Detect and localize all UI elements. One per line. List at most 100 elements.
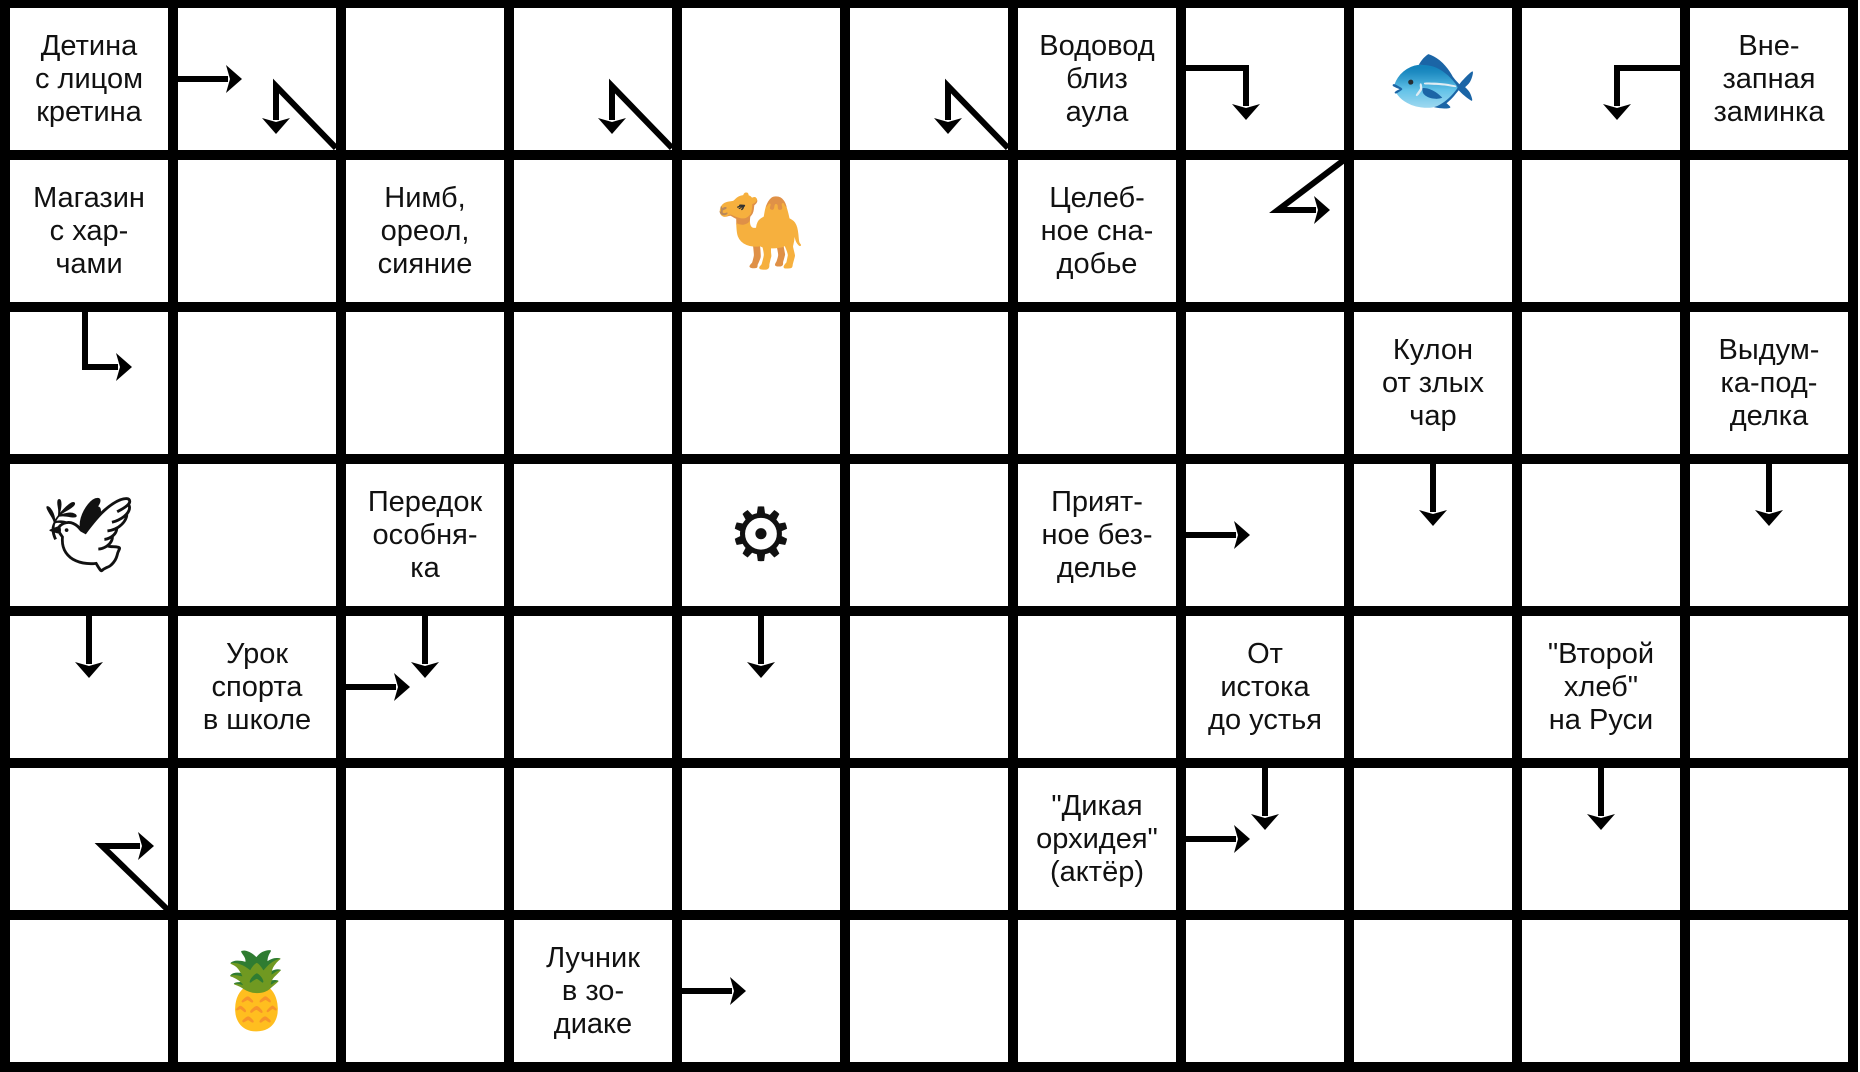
answer-cell[interactable]	[1690, 616, 1848, 758]
clue-cell: "Дикая орхидея" (актёр)	[1018, 768, 1176, 910]
answer-cell[interactable]	[514, 160, 672, 302]
answer-cell[interactable]	[850, 616, 1008, 758]
picture-clue-cell: 🕊	[10, 464, 168, 606]
answer-cell[interactable]	[1186, 464, 1344, 606]
hairpin-picture: ⚙	[727, 492, 795, 578]
answer-cell[interactable]	[682, 312, 840, 454]
arrow-right-icon	[1186, 825, 1250, 853]
arrow-down-right-icon	[82, 312, 132, 381]
answer-cell[interactable]	[178, 160, 336, 302]
arrow-down-icon	[1755, 464, 1783, 526]
arrow-down-icon	[1419, 464, 1447, 526]
clue-text: Целеб- ное сна- добье	[1040, 181, 1154, 280]
answer-cell[interactable]	[1186, 160, 1344, 302]
answer-cell[interactable]	[514, 312, 672, 454]
answer-cell[interactable]	[682, 616, 840, 758]
answer-cell[interactable]	[346, 8, 504, 150]
picture-clue-cell: 🐟	[1354, 8, 1512, 150]
answer-cell[interactable]	[346, 768, 504, 910]
clue-cell: Выдум- ка-под- делка	[1690, 312, 1848, 454]
clue-cell: Лучник в зо- диаке	[514, 920, 672, 1062]
answer-cell[interactable]	[850, 920, 1008, 1062]
answer-cell[interactable]	[1354, 920, 1512, 1062]
answer-cell[interactable]	[178, 768, 336, 910]
answer-cell[interactable]	[1690, 160, 1848, 302]
clue-cell: От истока до устья	[1186, 616, 1344, 758]
answer-cell[interactable]	[1690, 768, 1848, 910]
answer-cell[interactable]	[1354, 616, 1512, 758]
answer-cell[interactable]	[1522, 8, 1680, 150]
clue-cell: Детина с лицом кретина	[10, 8, 168, 150]
answer-cell[interactable]	[1522, 768, 1680, 910]
arrow-diag-up-right-icon	[94, 832, 168, 910]
answer-cell[interactable]	[1690, 464, 1848, 606]
arrow-down-icon	[1251, 768, 1279, 830]
answer-cell[interactable]	[10, 768, 168, 910]
clue-text: Кулон от злых чар	[1381, 333, 1485, 432]
answer-cell[interactable]	[850, 312, 1008, 454]
answer-cell[interactable]	[1018, 920, 1176, 1062]
clue-text: Нимб, ореол, сияние	[377, 181, 473, 280]
answer-cell[interactable]	[1018, 616, 1176, 758]
answer-cell[interactable]	[850, 464, 1008, 606]
answer-cell[interactable]	[10, 616, 168, 758]
answer-cell[interactable]	[1522, 312, 1680, 454]
arrow-diag-down-right-icon	[1269, 160, 1344, 224]
answer-cell[interactable]	[1186, 920, 1344, 1062]
arrow-down-icon	[75, 616, 103, 678]
arrow-down-icon	[747, 616, 775, 678]
fish-picture: 🐟	[1386, 35, 1480, 122]
answer-cell[interactable]	[514, 464, 672, 606]
answer-cell[interactable]	[346, 312, 504, 454]
answer-cell[interactable]	[850, 8, 1008, 150]
answer-cell[interactable]	[682, 920, 840, 1062]
answer-cell[interactable]	[850, 160, 1008, 302]
answer-cell[interactable]	[10, 920, 168, 1062]
clue-text: Лучник в зо- диаке	[546, 941, 640, 1040]
pineapple-picture: 🍍	[210, 947, 304, 1034]
clue-cell: Прият- ное без- делье	[1018, 464, 1176, 606]
answer-cell[interactable]	[178, 8, 336, 150]
arrow-right-icon	[346, 673, 410, 701]
answer-cell[interactable]	[10, 312, 168, 454]
answer-cell[interactable]	[346, 920, 504, 1062]
answer-cell[interactable]	[1690, 920, 1848, 1062]
answer-cell[interactable]	[1354, 464, 1512, 606]
clue-cell: Целеб- ное сна- добье	[1018, 160, 1176, 302]
answer-cell[interactable]	[1186, 768, 1344, 910]
answer-cell[interactable]	[1186, 312, 1344, 454]
clue-text: "Второй хлеб" на Руси	[1547, 637, 1655, 736]
arab-camel-picture: 🐪	[714, 187, 808, 274]
clue-text: Выдум- ка-под- делка	[1718, 333, 1820, 432]
clue-text: Детина с лицом кретина	[34, 29, 144, 128]
answer-cell[interactable]	[514, 616, 672, 758]
answer-cell[interactable]	[1354, 768, 1512, 910]
answer-cell[interactable]	[1522, 920, 1680, 1062]
clue-cell: "Второй хлеб" на Руси	[1522, 616, 1680, 758]
answer-cell[interactable]	[1354, 160, 1512, 302]
arrow-down-icon	[1587, 768, 1615, 830]
answer-cell[interactable]	[514, 8, 672, 150]
clue-cell: Водовод близ аула	[1018, 8, 1176, 150]
clue-text: Магазин с хар- чами	[33, 181, 145, 280]
answer-cell[interactable]	[178, 464, 336, 606]
picture-clue-cell: 🐪	[682, 160, 840, 302]
clue-cell: Магазин с хар- чами	[10, 160, 168, 302]
clue-cell: Кулон от злых чар	[1354, 312, 1512, 454]
answer-cell[interactable]	[1522, 464, 1680, 606]
answer-cell[interactable]	[514, 768, 672, 910]
clue-cell: Урок спорта в школе	[178, 616, 336, 758]
answer-cell[interactable]	[682, 8, 840, 150]
answer-cell[interactable]	[346, 616, 504, 758]
arrow-diag-up-down-icon	[598, 78, 672, 150]
answer-cell[interactable]	[850, 768, 1008, 910]
clue-cell: Нимб, ореол, сияние	[346, 160, 504, 302]
answer-cell[interactable]	[1186, 8, 1344, 150]
answer-cell[interactable]	[1522, 160, 1680, 302]
clue-text: Водовод близ аула	[1039, 29, 1155, 128]
answer-cell[interactable]	[1018, 312, 1176, 454]
clue-text: "Дикая орхидея" (актёр)	[1036, 789, 1158, 888]
answer-cell[interactable]	[178, 312, 336, 454]
answer-cell[interactable]	[682, 768, 840, 910]
arrow-right-icon	[682, 977, 746, 1005]
